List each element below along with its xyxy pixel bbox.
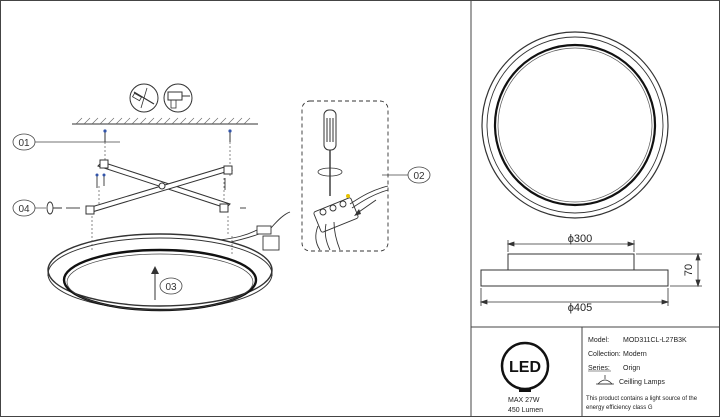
connector-block	[219, 211, 291, 251]
category-value: Ceilling Lamps	[619, 379, 665, 386]
callout-01-label: 01	[18, 138, 30, 149]
led-max-power: MAX 27W	[508, 397, 540, 404]
dimension-height: 70	[636, 252, 702, 288]
product-info: Model: MOD311CL-L27B3K Collection: Moder…	[586, 337, 698, 411]
dimension-inner: ϕ300	[506, 233, 636, 252]
ceiling-lamp-icon	[596, 375, 614, 385]
bracket-screws	[66, 173, 246, 209]
series-value: Orign	[623, 365, 640, 372]
lamp-guides	[91, 232, 233, 254]
callout-02: 02	[382, 166, 431, 184]
energy-note-line2: energy efficiency class G	[586, 405, 653, 411]
inner-diameter-label: ϕ300	[568, 233, 593, 245]
lamp-top-view	[481, 31, 669, 219]
callout-03: 03	[151, 266, 183, 300]
outer-diameter-label: ϕ405	[568, 302, 593, 314]
lamp-side-view	[480, 253, 669, 287]
led-bulb-icon: LED	[500, 341, 550, 392]
led-lumen: 450 Lumen	[508, 407, 543, 414]
ceiling	[72, 117, 258, 125]
collection-label: Collection:	[588, 351, 621, 358]
callout-04-label: 04	[18, 204, 30, 215]
wiring-detail	[301, 100, 389, 252]
mounting-bracket	[85, 159, 233, 215]
model-label: Model:	[588, 337, 609, 344]
led-logo-text: LED	[509, 359, 541, 376]
screwdriver-icon	[317, 109, 343, 196]
dimension-outer: ϕ405	[479, 288, 670, 314]
collection-value: Modern	[623, 351, 647, 358]
lamp-body	[47, 233, 273, 312]
callout-02-label: 02	[413, 171, 425, 182]
energy-note-line1: This product contains a light source of …	[586, 396, 698, 402]
series-label: Series:	[588, 365, 610, 372]
callout-03-label: 03	[165, 282, 177, 293]
callout-04: 04	[12, 199, 62, 217]
model-value: MOD311CL-L27B3K	[623, 337, 687, 344]
ceiling-screws	[103, 129, 232, 142]
terminal-block	[313, 185, 389, 251]
height-label: 70	[683, 264, 695, 276]
callout-01: 01	[12, 133, 120, 151]
drill-icon	[163, 83, 193, 113]
screwdriver-icon	[129, 83, 159, 113]
